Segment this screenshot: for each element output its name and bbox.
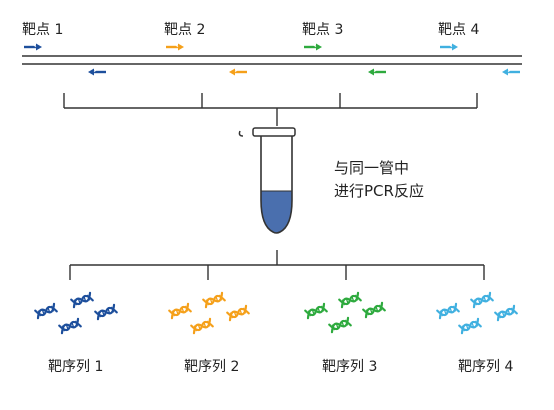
dna-icon	[58, 317, 82, 335]
top-bracket	[63, 93, 478, 126]
target-label-1: 靶点 1	[22, 22, 64, 38]
forward-primer-1-icon	[22, 42, 44, 52]
forward-primer-2-icon	[164, 42, 186, 52]
dna-icon	[470, 291, 494, 309]
pcr-tube-icon	[238, 127, 296, 234]
dna-icon	[328, 316, 352, 334]
dna-icon	[168, 302, 192, 320]
product-cluster-2	[168, 291, 250, 335]
reaction-text-line1: 与同一管中	[334, 159, 410, 177]
product-label-1: 靶序列 1	[48, 359, 104, 375]
product-cluster-3	[304, 291, 386, 334]
dna-icon	[226, 304, 250, 322]
reaction-text-line2: 进行PCR反应	[334, 182, 424, 200]
dna-icon	[458, 317, 482, 335]
reverse-primer-1-icon	[86, 67, 108, 77]
forward-primer-3-icon	[302, 42, 324, 52]
dna-icon	[362, 301, 386, 319]
forward-primer-4-icon	[438, 42, 460, 52]
reverse-primer-4-icon	[500, 67, 522, 77]
dna-icon	[34, 302, 58, 320]
dna-icon	[494, 304, 518, 322]
reverse-primer-2-icon	[227, 67, 249, 77]
product-cluster-4	[436, 291, 518, 335]
target-label-4: 靶点 4	[438, 22, 480, 38]
product-label-3: 靶序列 3	[322, 359, 378, 375]
reverse-primer-3-icon	[366, 67, 388, 77]
dna-icon	[190, 317, 214, 335]
target-label-2: 靶点 2	[164, 22, 206, 38]
product-label-2: 靶序列 2	[184, 359, 240, 375]
dna-icon	[202, 291, 226, 309]
product-cluster-1	[34, 291, 118, 335]
dna-icon	[304, 302, 328, 320]
dna-icon	[338, 291, 362, 309]
bottom-bracket	[69, 250, 485, 280]
dna-icon	[70, 291, 94, 309]
dna-icon	[94, 303, 118, 321]
target-label-3: 靶点 3	[302, 22, 344, 38]
product-label-4: 靶序列 4	[458, 359, 514, 375]
dna-icon	[436, 302, 460, 320]
